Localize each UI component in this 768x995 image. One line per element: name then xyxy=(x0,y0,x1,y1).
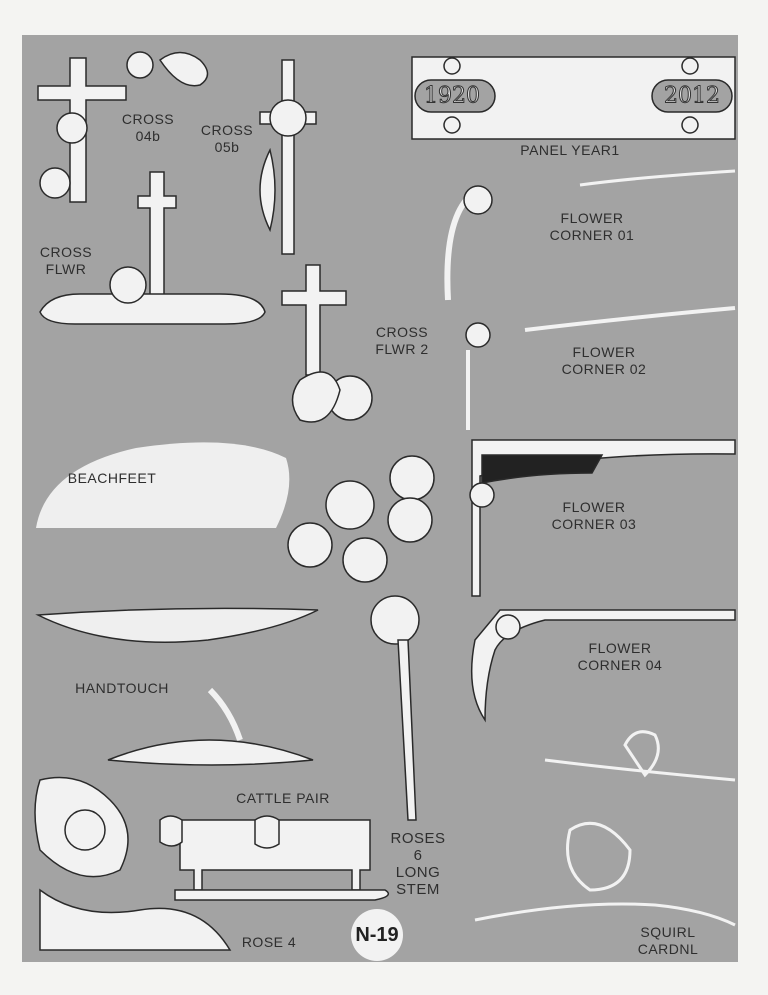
panel-year-right: 2012 xyxy=(664,83,721,109)
squirl-cardnl-art xyxy=(474,730,736,927)
label-line: CROSS xyxy=(375,324,429,340)
label-handtouch: HANDTOUCH xyxy=(75,680,169,696)
label-line: ROSES xyxy=(390,830,446,847)
label-line: CORNER 03 xyxy=(551,516,637,532)
cattle-pair-art xyxy=(159,815,390,901)
label-line: CARDNL xyxy=(637,941,699,957)
label-line: STEM xyxy=(396,881,440,898)
page-code-badge: N-19 xyxy=(351,909,403,961)
label-rose-4: ROSE 4 xyxy=(241,934,297,950)
label-line: FLWR xyxy=(45,261,87,277)
flower-corner-02-art xyxy=(465,306,736,430)
handtouch-art xyxy=(35,607,319,766)
label-line: CROSS xyxy=(200,122,254,138)
flower-corner-03-art xyxy=(469,439,736,597)
cross-flwr-art xyxy=(39,171,266,325)
label-beachfeet: BEACHFEET xyxy=(67,470,157,486)
label-line: CORNER 02 xyxy=(561,361,647,377)
cross-04b-art xyxy=(37,51,209,203)
label-line: CROSS xyxy=(39,244,93,260)
flower-corner-01-art xyxy=(444,169,736,301)
label-line: CORNER 04 xyxy=(577,657,663,673)
cross-flwr-2-art xyxy=(281,264,373,423)
label-line: CORNER 01 xyxy=(549,227,635,243)
label-line: FLOWER xyxy=(560,210,624,226)
roses-6-long-stem-art xyxy=(287,455,435,821)
label-line: 05b xyxy=(214,139,240,155)
panel-year1-art xyxy=(411,56,736,140)
label-panel-year1: PANEL YEAR1 xyxy=(520,142,620,158)
label-line: FLOWER xyxy=(562,499,626,515)
label-line: 6 xyxy=(413,847,423,864)
label-line: SQUIRL xyxy=(640,924,696,940)
label-line: FLOWER xyxy=(572,344,636,360)
label-line: 04b xyxy=(135,128,161,144)
beachfeet-art xyxy=(36,442,290,528)
label-line: FLOWER xyxy=(588,640,652,656)
cross-05b-art xyxy=(259,59,317,255)
flower-corner-04-art xyxy=(470,609,736,723)
label-line: FLWR 2 xyxy=(375,341,429,357)
rose-4-art xyxy=(34,776,232,951)
label-cattle-pair: CATTLE PAIR xyxy=(236,790,330,806)
label-line: LONG xyxy=(395,864,441,881)
panel-year-left: 1920 xyxy=(424,83,481,109)
label-line: CROSS xyxy=(121,111,175,127)
